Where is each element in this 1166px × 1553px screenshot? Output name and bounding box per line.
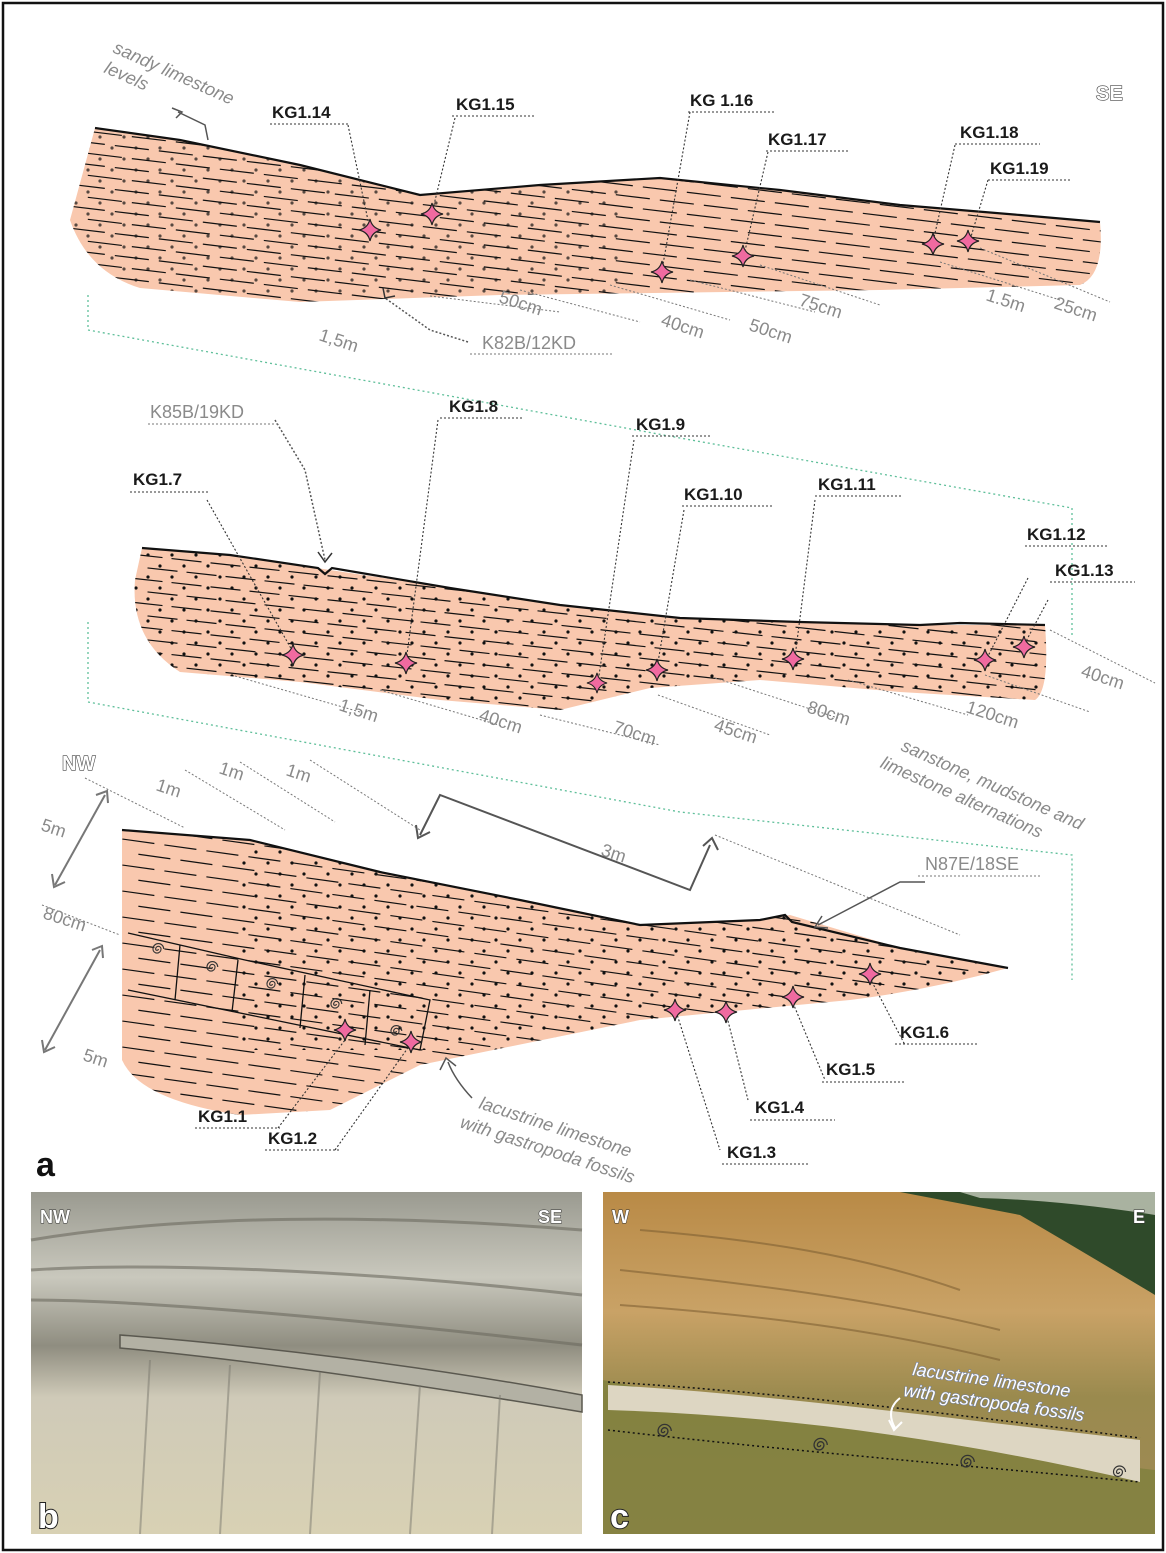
upper-sample-labels: KG1.14 KG1.15 KG 1.16 KG1.17 KG1.18 KG1.… (270, 91, 1072, 180)
sample-label: KG1.17 (768, 130, 827, 149)
sample-label: KG1.14 (272, 103, 331, 122)
sample-label: KG1.12 (1027, 525, 1086, 544)
thickness-label: 45cm (712, 715, 760, 748)
sample-label: KG1.15 (456, 95, 515, 114)
scale-label: 80cm (41, 903, 89, 936)
thickness-label: 80cm (805, 697, 853, 730)
thickness-label: 75cm (797, 290, 845, 323)
middle-section: K85B/19KD KG1.7 KG1.8 KG1.9 KG1.10 KG1.1… (130, 397, 1155, 858)
upper-section: sandy limestone levels KG1.14 KG1.15 KG … (60, 37, 1134, 432)
photo-b-right-orientation: SE (538, 1207, 562, 1227)
attitude-label-upper: K82B/12KD (482, 333, 576, 353)
photo-b-left-orientation: NW (40, 1207, 70, 1227)
thickness-label: 1,5m (317, 325, 361, 356)
sample-label: KG1.1 (198, 1107, 247, 1126)
thickness-label: 50cm (747, 315, 795, 348)
thickness-label: 40cm (1079, 661, 1127, 694)
thickness-label: 120cm (964, 697, 1022, 733)
alternations-note: sanstone, mudstone and limestone alterna… (878, 731, 1092, 858)
panel-letter-c: c (610, 1498, 629, 1536)
scale-label: 5m (81, 1045, 111, 1072)
photo-c-right-orientation: E (1133, 1207, 1145, 1227)
thickness-label: 25cm (1052, 293, 1100, 326)
sample-label: KG1.5 (826, 1060, 875, 1079)
thickness-label: 1m (154, 775, 184, 802)
sample-label: KG1.11 (818, 475, 876, 494)
panel-letter-a: a (36, 1146, 56, 1184)
sample-label: KG1.7 (133, 470, 182, 489)
panel-letter-b: b (38, 1498, 59, 1536)
offset-label: 3m (599, 840, 629, 867)
thickness-label: 1.5m (984, 285, 1028, 316)
sample-label: KG1.9 (636, 415, 685, 434)
thickness-label: 1m (217, 758, 247, 785)
attitude-label-middle: K85B/19KD (150, 402, 244, 422)
photo-c-left-orientation: W (612, 1207, 629, 1227)
sample-label: KG1.3 (727, 1143, 776, 1162)
lacustrine-note: lacustrine limestone with gastropoda fos… (458, 1089, 645, 1187)
sample-label: KG1.18 (960, 123, 1019, 142)
orientation-se: SE (1096, 83, 1123, 105)
sandy-limestone-note: sandy limestone levels (101, 37, 241, 130)
thickness-label: 40cm (659, 310, 707, 343)
photo-b: NW SE b (31, 1192, 582, 1536)
sample-label: KG1.4 (755, 1098, 805, 1117)
thickness-label: 40cm (477, 705, 525, 738)
thickness-label: 70cm (611, 717, 659, 750)
scale-label: 5m (39, 815, 69, 842)
thickness-label: 1,5m (337, 695, 381, 726)
sample-label: KG1.19 (990, 159, 1049, 178)
thickness-label: 1m (284, 760, 314, 787)
attitude-label-lower: N87E/18SE (925, 854, 1019, 874)
lower-left-scale: 5m 80cm 5m (39, 815, 111, 1072)
sample-label: KG1.6 (900, 1023, 949, 1042)
sample-label: KG 1.16 (690, 91, 753, 110)
photo-c: lacustrine limestone with gastropoda fos… (603, 1192, 1155, 1536)
sample-label: KG1.13 (1055, 561, 1114, 580)
sample-label: KG1.8 (449, 397, 498, 416)
orientation-nw: NW (62, 753, 95, 775)
sample-label: KG1.2 (268, 1129, 317, 1148)
middle-sample-labels: KG1.7 KG1.8 KG1.9 KG1.10 KG1.11 KG1.12 K… (130, 397, 1135, 582)
sample-label: KG1.10 (684, 485, 743, 504)
